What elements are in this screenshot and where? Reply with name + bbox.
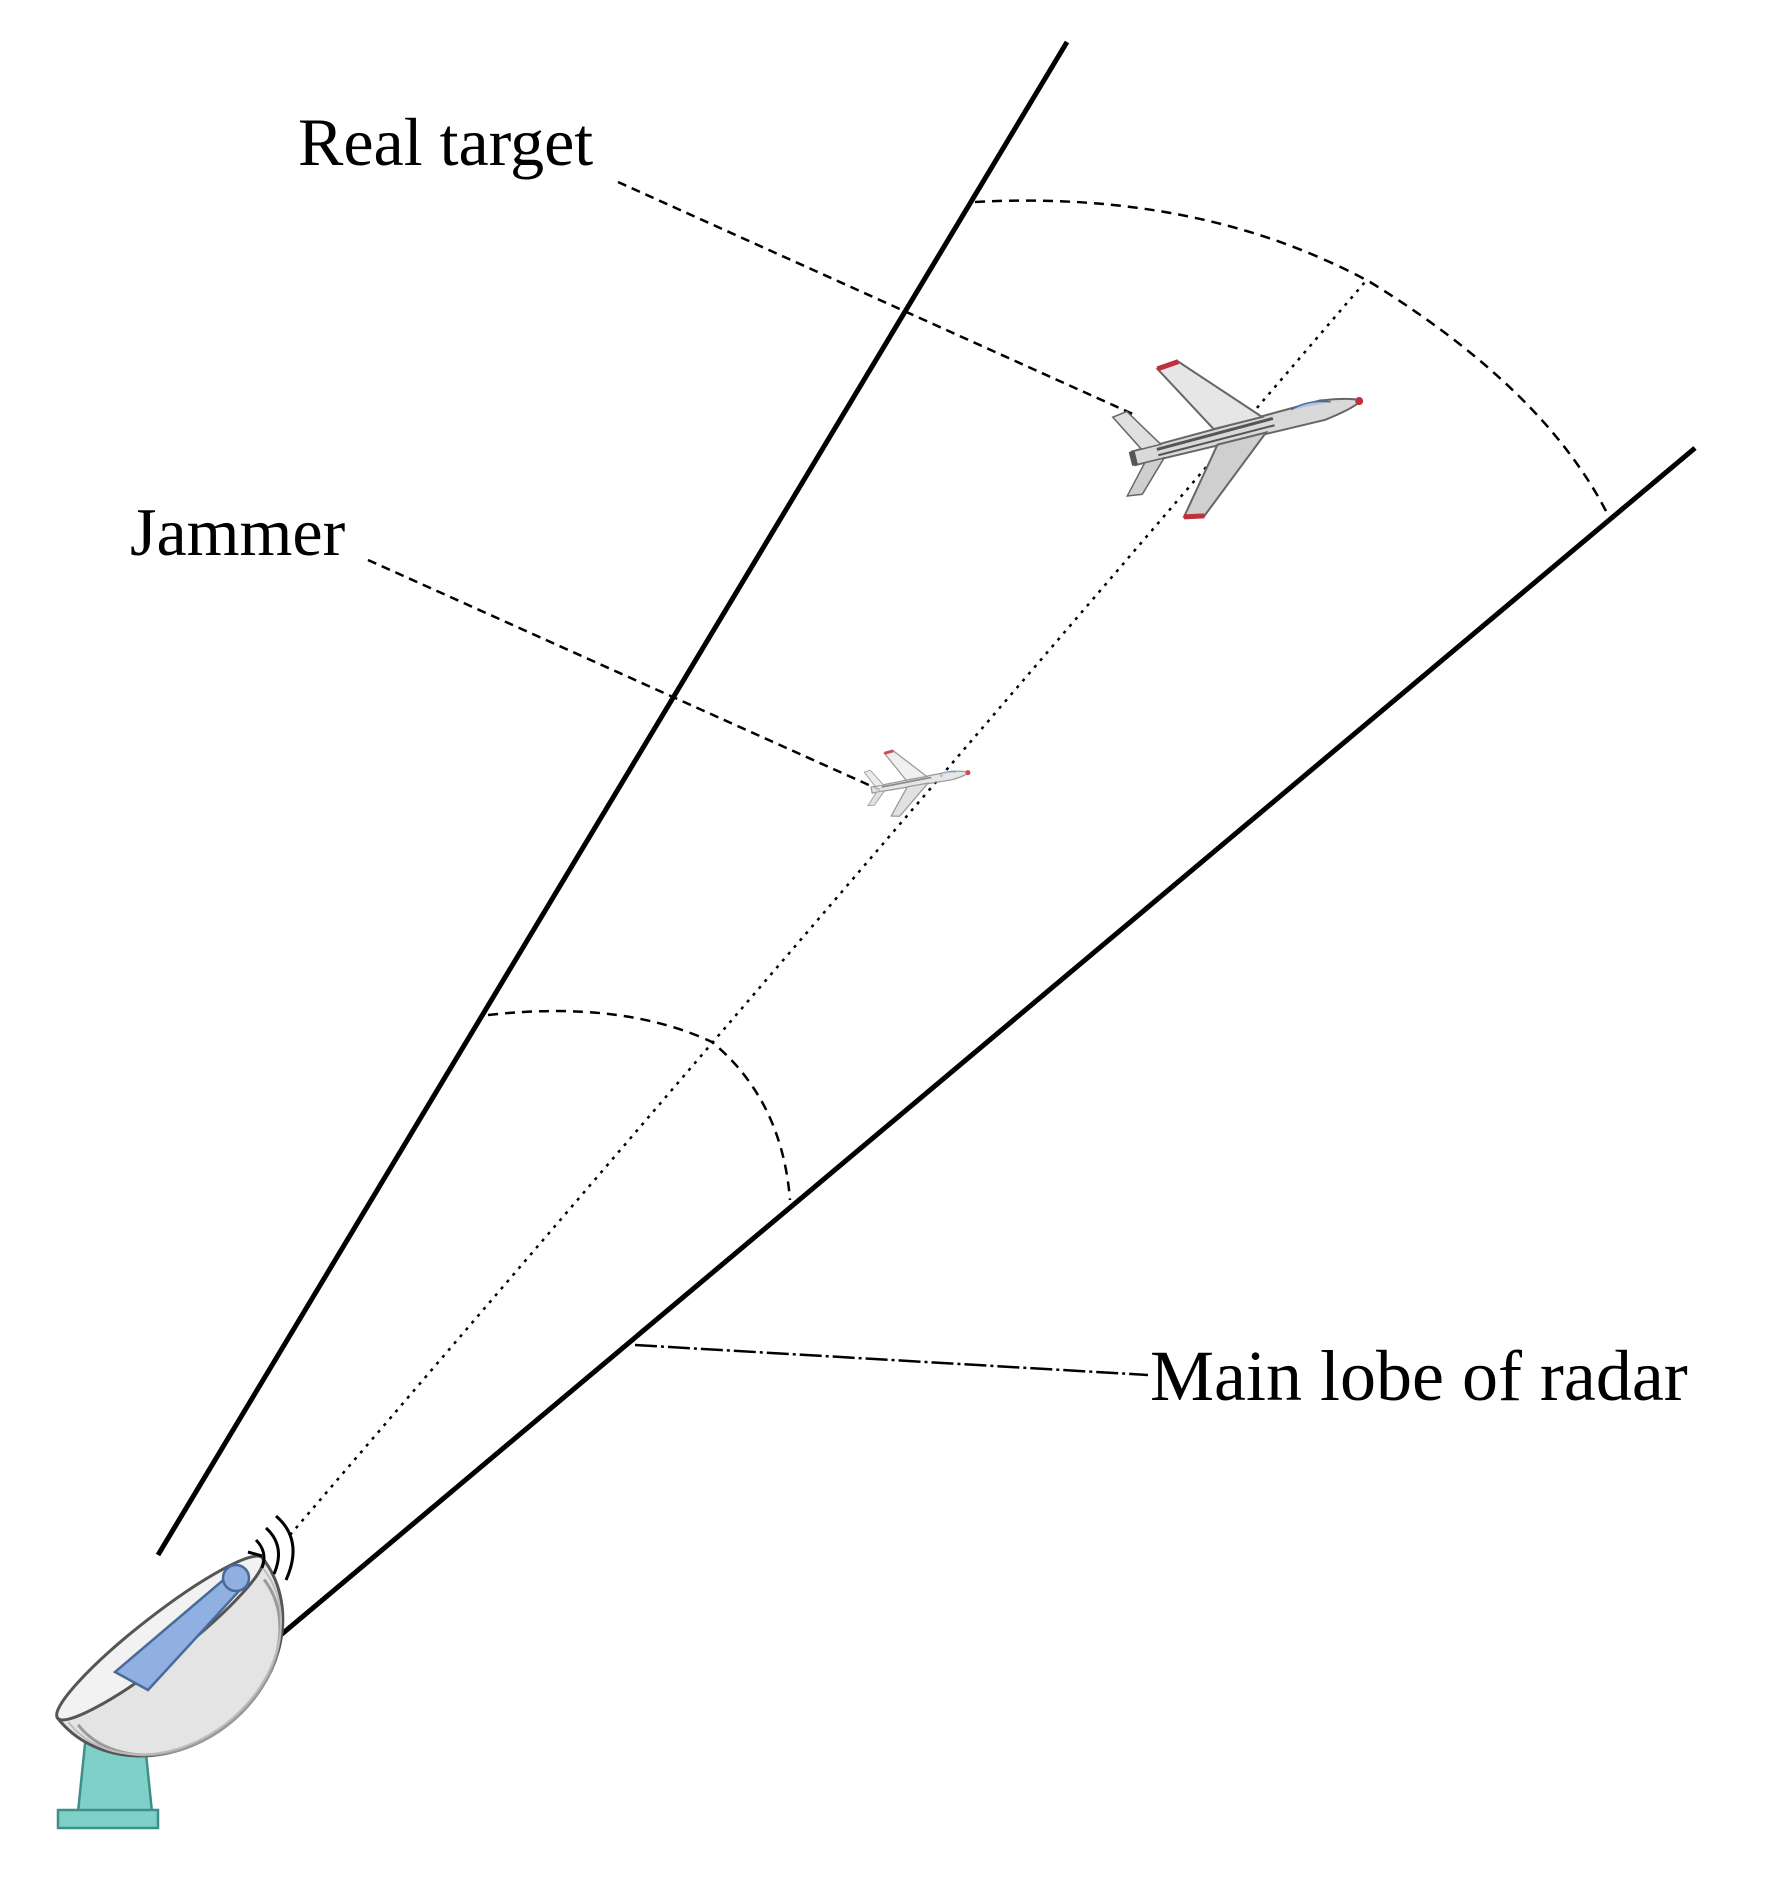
main-lobe-upper-boundary [155,40,1070,1557]
real-target-leader [617,180,1136,417]
real-target-label: Real target [298,104,594,180]
radio-waves-icon [247,1514,295,1581]
jammer-label: Jammer [130,494,346,570]
far-range-arc [974,199,1610,516]
main-lobe-leader [634,1343,1149,1377]
fighter-jet-icon [1111,359,1364,520]
near-range-arc [487,1009,792,1201]
jammer-leader [367,558,881,792]
main-lobe-label: Main lobe of radar [1150,1336,1688,1416]
radar-dish-icon [55,1514,295,1830]
radar-feed-horn [221,1563,251,1593]
small-jet-icon [863,749,971,817]
radar-base [56,1808,160,1830]
main-lobe-lower-boundary [243,446,1697,1667]
